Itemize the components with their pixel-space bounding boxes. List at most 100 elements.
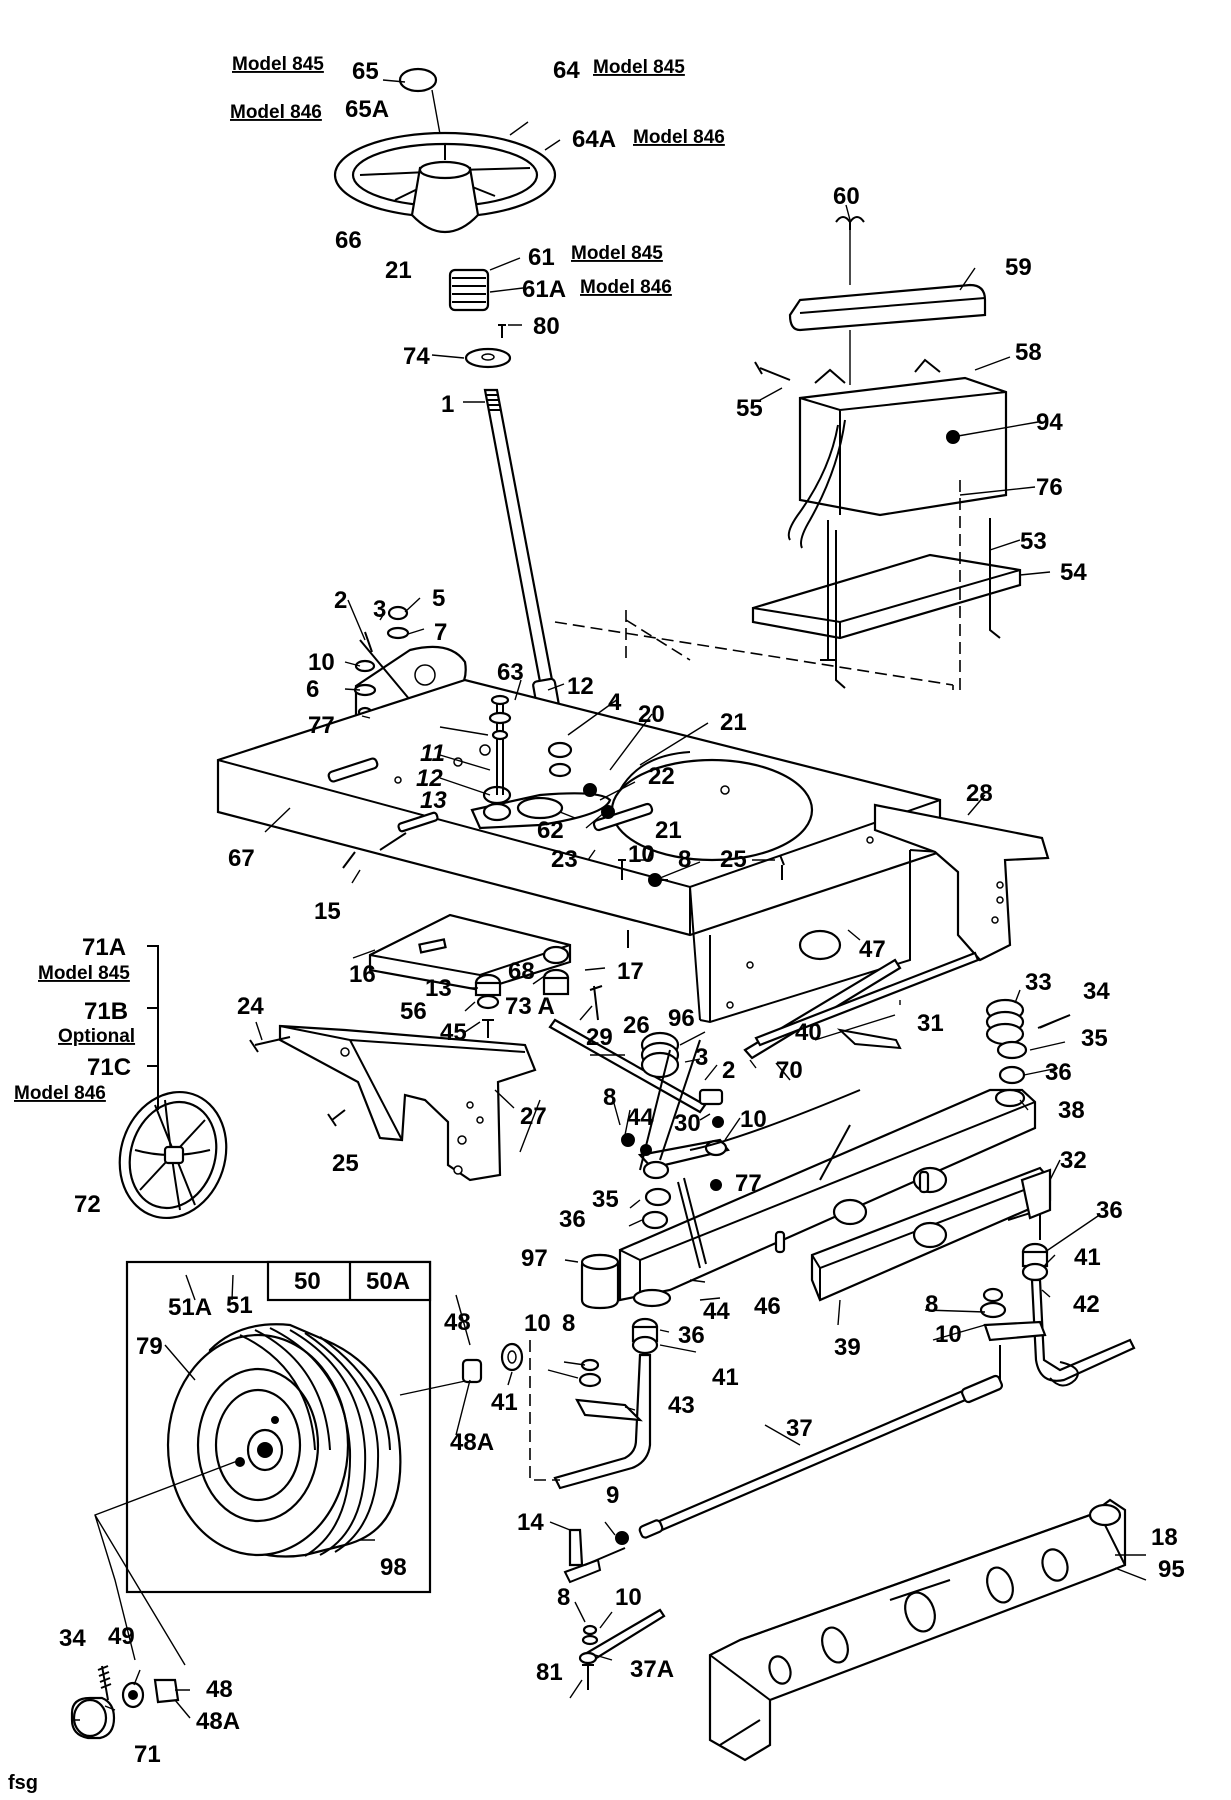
tie-rod-37 [648,1388,972,1535]
label-31: 31 [917,1010,944,1037]
washer-36b [641,1210,669,1230]
label-70: 70 [776,1057,803,1084]
bolt-25b [327,1109,346,1127]
label-56: 56 [400,998,427,1025]
battery-hold-down-59 [788,283,987,332]
drag-link-31 [754,951,980,1047]
label-98: 98 [380,1554,407,1581]
label-71c: 71C [87,1054,131,1081]
label-3b: 3 [695,1044,708,1071]
label-8c: 8 [925,1291,938,1318]
steering-arm-left [575,1398,643,1422]
bracket-32 [1020,1168,1052,1220]
label-4: 4 [608,689,622,716]
model-note-846-d: Model 846 [14,1083,106,1104]
steering-shaft [483,388,554,684]
label-8d: 8 [562,1310,575,1337]
washer-35a [996,1040,1028,1060]
label-5: 5 [432,585,445,612]
label-16: 16 [349,961,376,988]
battery-group [751,216,1022,690]
label-95: 95 [1158,1556,1185,1583]
label-10f: 10 [615,1584,642,1611]
label-46: 46 [754,1293,781,1320]
label-26: 26 [623,1012,650,1039]
label-11: 11 [420,740,445,767]
screw-80 [498,324,506,338]
spindle-43 [553,1353,652,1490]
label-68: 68 [508,958,535,985]
label-40: 40 [795,1019,822,1046]
label-59: 59 [1005,254,1032,281]
label-49: 49 [108,1623,135,1650]
steering-hub [410,166,480,234]
steering-spring [448,268,490,312]
label-36d: 36 [678,1322,705,1349]
label-44a: 44 [627,1104,654,1131]
label-63: 63 [497,659,524,686]
label-71a: 71A [82,934,126,961]
drag-link-37a [583,1608,666,1664]
battery-58 [798,376,1008,517]
label-34b: 34 [59,1625,86,1652]
label-23: 23 [551,846,578,873]
label-81: 81 [536,1659,563,1686]
label-76: 76 [1036,474,1063,501]
wing-nut-60 [835,216,865,230]
table-header-50a: 50A [366,1268,410,1295]
label-2b: 2 [722,1057,735,1084]
washer-7 [386,626,410,640]
label-8e: 8 [557,1584,570,1611]
bolt-34b [97,1665,112,1701]
label-35b: 35 [592,1186,619,1213]
label-64: 64 [553,57,580,84]
label-44b: 44 [703,1298,730,1325]
label-34a: 34 [1083,978,1110,1005]
label-53: 53 [1020,528,1047,555]
label-13b: 13 [425,975,452,1002]
washer-36a [998,1065,1026,1085]
label-51: 51 [226,1292,253,1319]
washer-35b [644,1187,672,1207]
label-48b: 48 [206,1676,233,1703]
washer-41a [1021,1262,1049,1282]
model-note-845-c: Model 845 [571,243,663,264]
bracket-16 [368,913,572,992]
model-note-846-b: Model 846 [633,127,725,148]
label-67: 67 [228,845,255,872]
model-note-845-d: Model 845 [38,963,130,984]
model-note-optional: Optional [58,1026,135,1047]
model-note-845-a: Model 845 [232,54,324,75]
label-61a: 61A [522,276,566,303]
steering-cap [398,67,438,93]
label-79: 79 [136,1333,163,1360]
table-header-50: 50 [294,1268,321,1295]
battery-cable [787,424,839,541]
label-36b: 36 [559,1206,586,1233]
label-41a: 41 [1074,1244,1101,1271]
label-15: 15 [314,898,341,925]
label-10d: 10 [935,1321,962,1348]
label-55: 55 [736,395,763,422]
label-54: 54 [1060,559,1087,586]
label-21b: 21 [720,709,747,736]
label-77b: 77 [735,1170,762,1197]
label-48a: 48 [444,1309,471,1336]
label-12b: 12 [416,765,443,792]
label-37: 37 [786,1415,813,1442]
label-33: 33 [1025,969,1052,996]
label-29: 29 [586,1024,613,1051]
label-66: 66 [335,227,362,254]
label-43: 43 [668,1392,695,1419]
model-note-846-c: Model 846 [580,277,672,298]
label-47: 47 [859,936,886,963]
label-27: 27 [520,1103,547,1130]
tire-98 [166,1323,402,1558]
label-3a: 3 [373,596,386,623]
bolt-14 [568,1528,584,1567]
label-9: 9 [606,1482,619,1509]
label-8a: 8 [678,846,691,873]
label-14: 14 [517,1509,544,1536]
model-note-845-b: Model 845 [593,57,685,78]
